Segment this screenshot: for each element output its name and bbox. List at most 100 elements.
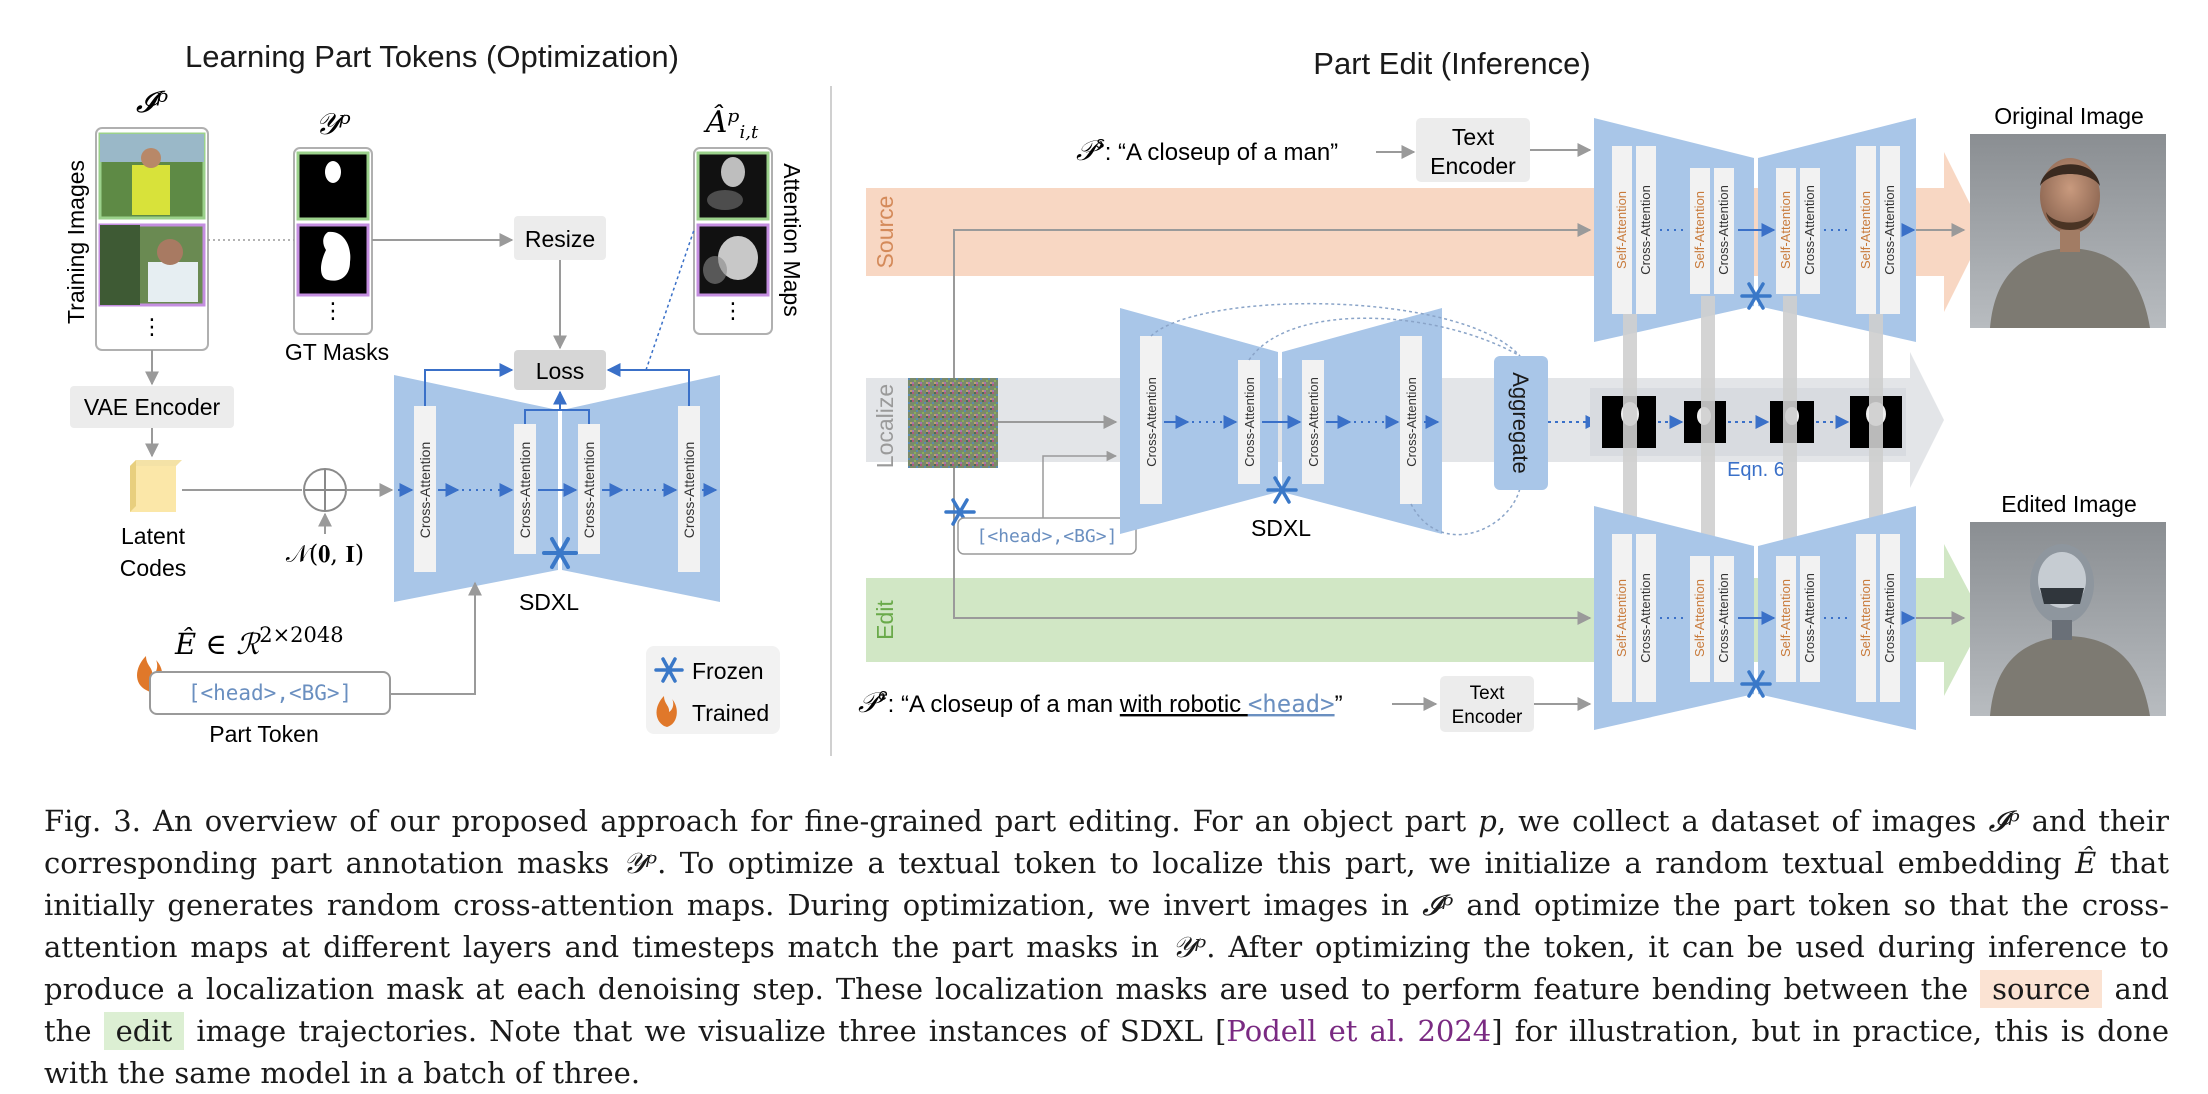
left-unet-flow [398,363,718,497]
left-cross-attention-blocks [414,406,700,572]
source-label: Source [872,196,898,269]
figure-caption: Fig. 3. An overview of our proposed appr… [44,804,2169,1090]
gt-masks-label: GT Masks [285,339,389,365]
svg-text:Self-Attention: Self-Attention [1692,191,1707,269]
svg-text:Cross-Attention: Cross-Attention [1242,377,1257,467]
svg-text:Cross-Attention: Cross-Attention [1802,185,1817,275]
training-images-label: Training Images [63,160,89,324]
left-title: Learning Part Tokens (Optimization) [185,39,679,74]
noise-latent-image [908,378,998,468]
text-encoder-edit-l1: Text [1470,683,1506,704]
svg-text:Cross-Attention: Cross-Attention [1638,185,1653,275]
svg-text:Cross-Attention: Cross-Attention [1306,377,1321,467]
edit-label: Edit [872,600,898,640]
attention-maps-more: ⋮ [722,298,744,323]
part-token-text: [<head>,<BG>] [188,681,352,705]
left-ca-1: Cross-Attention [417,442,433,538]
aggregate-label: Aggregate [1508,372,1533,474]
svg-text:Self-Attention: Self-Attention [1778,579,1793,657]
vae-encoder-box [70,386,234,428]
right-title: Part Edit (Inference) [1313,46,1590,81]
legend-snowflake-icon [654,657,684,683]
original-image-label: Original Image [1994,103,2144,129]
latent-cube [130,460,182,512]
edited-image-label: Edited Image [2001,491,2137,517]
ip-label: 𝓘ᵖ [136,85,168,120]
vae-encoder-label: VAE Encoder [84,394,221,420]
legend-box [646,646,780,734]
localize-unet-snowflake-icon [1266,476,1298,504]
attention-maps-label: Attention Maps [779,163,805,316]
edit-attention-labels: Self-Attention Cross-Attention Self-Atte… [1614,573,1897,663]
training-image-1 [98,132,206,220]
left-sdxl-label: SDXL [519,589,579,615]
source-attention-blocks [1612,146,1900,314]
edited-image [1970,522,2166,716]
method-figure: Learning Part Tokens (Optimization) 𝓘ᵖ ⋮… [63,39,2166,756]
resize-label: Resize [525,226,595,252]
latent-codes-label-1: Latent [121,523,186,549]
latent-codes-label-2: Codes [120,555,186,581]
attention-map-2 [696,223,770,297]
snowflake-icon [542,537,578,569]
svg-text:Cross-Attention: Cross-Attention [1882,185,1897,275]
text-encoder-source-l2: Encoder [1430,153,1516,179]
svg-text:Cross-Attention: Cross-Attention [1144,377,1159,467]
ehat-label: Ê ∈ ℛ2×2048 [174,623,344,661]
svg-text:Self-Attention: Self-Attention [1614,191,1629,269]
svg-text:Cross-Attention: Cross-Attention [1404,377,1419,467]
text-encoder-edit [1440,676,1534,732]
caption-fig: Fig. 3. [44,804,141,838]
localize-attention-labels: Cross-Attention Cross-Attention Cross-At… [1144,377,1419,467]
svg-text:Self-Attention: Self-Attention [1778,191,1793,269]
attention-map-1 [696,151,770,221]
svg-text:Self-Attention: Self-Attention [1858,579,1873,657]
citation-link[interactable]: Podell et al. 2024 [1226,1014,1492,1048]
resize-box [514,216,606,260]
edit-attention-blocks [1612,534,1900,702]
localize-label: Localize [872,384,898,468]
part-token-label: Part Token [209,721,319,747]
edit-prompt: 𝒫e: “A closeup of a man with robotic <he… [858,685,1343,719]
left-ca-2: Cross-Attention [517,442,533,538]
left-ca-4: Cross-Attention [681,442,697,538]
localize-token-text: [<head>,<BG>] [977,526,1118,547]
original-image [1970,134,2166,328]
source-attention-labels: Self-Attention Cross-Attention Self-Atte… [1614,185,1897,275]
gt-mask-1 [296,151,370,221]
svg-text:Cross-Attention: Cross-Attention [1882,573,1897,663]
gt-masks-more: ⋮ [322,298,344,323]
svg-text:Self-Attention: Self-Attention [1614,579,1629,657]
source-snowflake-icon [1740,282,1772,310]
gt-mask-2 [296,223,370,297]
yp-label: 𝒴ᵖ [315,107,351,142]
eqn-label: Eqn. 6 [1727,459,1785,481]
edit-snowflake-icon [1740,670,1772,698]
svg-text:Cross-Attention: Cross-Attention [1638,573,1653,663]
localize-sdxl-label: SDXL [1251,515,1311,541]
svg-text:Cross-Attention: Cross-Attention [1716,573,1731,663]
localize-token-box [957,517,1137,555]
legend-frozen: Frozen [692,658,764,684]
legend-flame-icon [656,696,677,727]
noise-label: 𝒩(𝟎, 𝐈) [286,540,364,568]
localize-attention-blocks [1140,336,1422,504]
ahat-label: Âᵖi,t [703,104,759,143]
loss-label: Loss [536,358,585,384]
left-ca-3: Cross-Attention [581,442,597,538]
svg-text:Cross-Attention: Cross-Attention [1802,573,1817,663]
feature-bending-arrows [1623,296,1883,546]
text-encoder-source [1416,118,1530,182]
add-noise-icon [303,468,347,512]
svg-text:Cross-Attention: Cross-Attention [1716,185,1731,275]
legend-trained: Trained [692,700,769,726]
training-image-2 [98,223,206,307]
edit-highlight: edit [103,1012,185,1050]
svg-text:Self-Attention: Self-Attention [1692,579,1707,657]
text-encoder-edit-l2: Encoder [1452,707,1523,728]
text-encoder-source-l1: Text [1452,124,1495,150]
aggregate-box [1494,356,1548,490]
svg-text:Self-Attention: Self-Attention [1858,191,1873,269]
training-images-more: ⋮ [141,314,163,339]
source-prompt: 𝒫s: “A closeup of a man” [1076,133,1338,167]
